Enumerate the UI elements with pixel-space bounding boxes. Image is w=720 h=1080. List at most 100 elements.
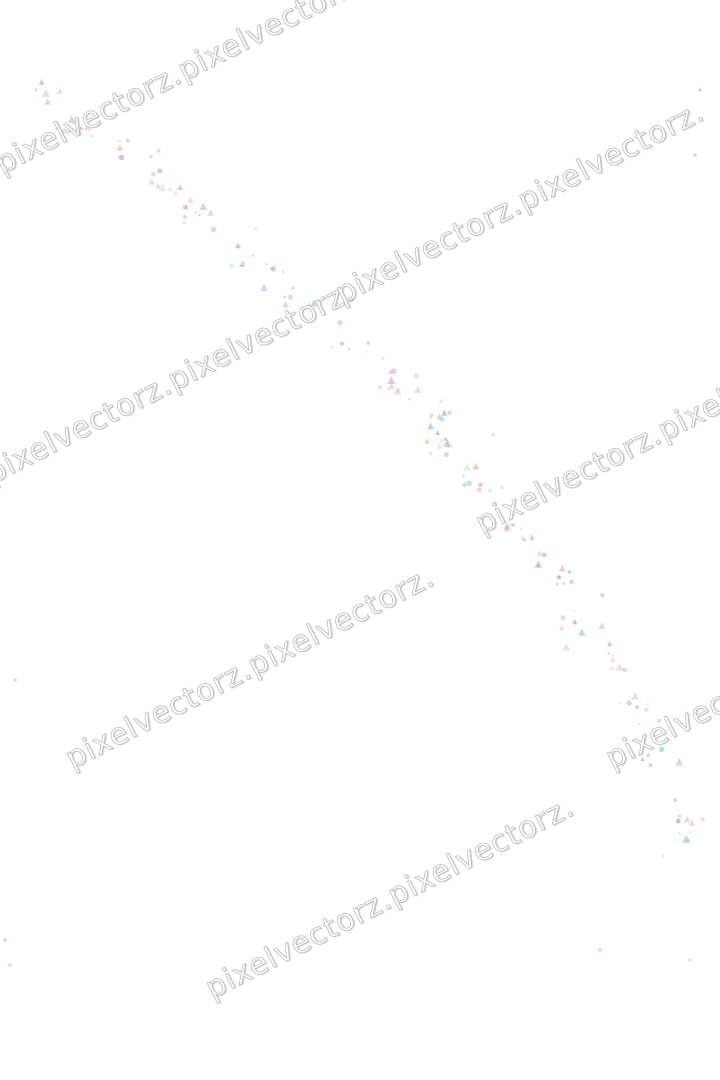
confetti-sparkle — [686, 837, 690, 842]
confetti-sparkle — [683, 815, 691, 823]
confetti-sparkle — [156, 185, 160, 189]
confetti-sparkle — [8, 963, 12, 967]
confetti-sparkle — [562, 642, 571, 651]
confetti-sparkle — [177, 184, 183, 190]
confetti-sparkle — [682, 834, 691, 843]
confetti-sparkle — [567, 570, 572, 574]
confetti-sparkle — [183, 215, 187, 219]
confetti-sparkle — [447, 444, 451, 448]
confetti-sparkle — [503, 523, 511, 530]
confetti-sparkle — [429, 412, 435, 417]
confetti-sparkle — [478, 482, 483, 487]
confetti-sparkle — [77, 130, 82, 135]
confetti-sparkle — [542, 552, 547, 558]
confetti-sparkle — [366, 341, 371, 345]
confetti-sparkle — [598, 622, 606, 630]
confetti-sparkle — [500, 484, 505, 489]
confetti-sparkle — [534, 560, 542, 568]
confetti-sparkle — [168, 188, 171, 191]
confetti-sparkle — [636, 721, 641, 726]
confetti-sparkle — [475, 465, 479, 469]
confetti-sparkle — [38, 78, 45, 85]
confetti-sparkle — [447, 410, 452, 415]
confetti-sparkle — [79, 130, 82, 133]
confetti-sparkle — [305, 302, 313, 310]
confetti-sparkle — [210, 226, 217, 233]
confetti-sparkle — [441, 409, 448, 416]
confetti-sparkle — [414, 385, 422, 393]
confetti-sparkle — [677, 814, 682, 819]
confetti-sparkle — [229, 263, 234, 268]
confetti-sparkle — [462, 482, 467, 488]
confetti-sparkle — [387, 387, 391, 390]
confetti-sparkle — [626, 700, 632, 706]
confetti-sparkle — [57, 88, 63, 94]
confetti-sparkle — [529, 534, 535, 540]
confetti-sparkle — [254, 227, 258, 231]
confetti-sparkle — [443, 436, 448, 441]
confetti-sparkle — [157, 168, 163, 174]
confetti-sparkle — [645, 751, 651, 757]
confetti-sparkle — [118, 140, 121, 143]
confetti-sparkle — [510, 498, 513, 502]
confetti-sparkle — [490, 431, 496, 437]
confetti-sparkle — [675, 757, 684, 766]
confetti-sparkle — [150, 171, 156, 177]
confetti-sparkle — [657, 718, 662, 723]
confetti-sparkle — [618, 701, 621, 704]
confetti-sparkle — [443, 438, 452, 447]
confetti-sparkle — [3, 938, 7, 942]
confetti-sparkle — [558, 564, 566, 572]
confetti-sparkle — [520, 535, 525, 540]
confetti-sparkle — [569, 578, 574, 584]
confetti-sparkle — [55, 87, 58, 90]
confetti-sparkle — [287, 294, 294, 300]
confetti-sparkle — [436, 442, 443, 449]
confetti-sparkle — [33, 87, 38, 91]
confetti-sparkle — [615, 663, 624, 671]
confetti-sparkle — [427, 422, 435, 430]
confetti-sparkle — [44, 98, 51, 105]
confetti-sparkle — [116, 143, 124, 151]
confetti-sparkle — [536, 551, 543, 557]
confetti-sparkle — [693, 153, 697, 157]
confetti-sparkle — [337, 320, 343, 326]
confetti-sparkle — [476, 487, 482, 493]
confetti-sparkle — [156, 184, 161, 189]
confetti-sparkle — [330, 344, 334, 349]
confetti-sparkle — [463, 462, 471, 471]
confetti-sparkle — [661, 854, 665, 858]
confetti-sparkle — [578, 628, 586, 636]
confetti-sparkle — [155, 147, 162, 153]
confetti-sparkle — [243, 261, 245, 264]
confetti-sparkle — [439, 415, 446, 422]
confetti-sparkle — [607, 652, 610, 655]
confetti-sparkle — [347, 346, 351, 351]
confetti-sparkle — [390, 368, 397, 375]
confetti-sparkle — [13, 678, 17, 682]
confetti-sparkle — [700, 816, 705, 822]
confetti-sparkle — [42, 89, 50, 97]
confetti-sparkle — [251, 253, 256, 257]
confetti-sparkle — [239, 261, 246, 267]
confetti-sparkle — [461, 473, 466, 478]
confetti-sparkle — [555, 581, 559, 585]
confetti-sparkle — [511, 523, 515, 527]
confetti-sparkle — [97, 123, 101, 126]
confetti-sparkle — [643, 706, 649, 712]
confetti-sparkle — [493, 502, 497, 506]
confetti-sparkle — [675, 818, 681, 824]
confetti-sparkle — [260, 283, 268, 292]
confetti-sparkle — [424, 438, 430, 444]
confetti-sparkle — [673, 798, 678, 803]
confetti-sparkle — [89, 133, 93, 137]
confetti-sparkle — [640, 756, 645, 761]
confetti-sparkle — [118, 154, 125, 161]
confetti-sparkle — [560, 615, 566, 621]
confetti-sparkle — [646, 702, 649, 705]
confetti-sparkle — [173, 192, 178, 197]
confetti-sparkle — [572, 619, 577, 624]
confetti-sparkle — [54, 124, 61, 131]
confetti-sparkle — [698, 88, 702, 92]
